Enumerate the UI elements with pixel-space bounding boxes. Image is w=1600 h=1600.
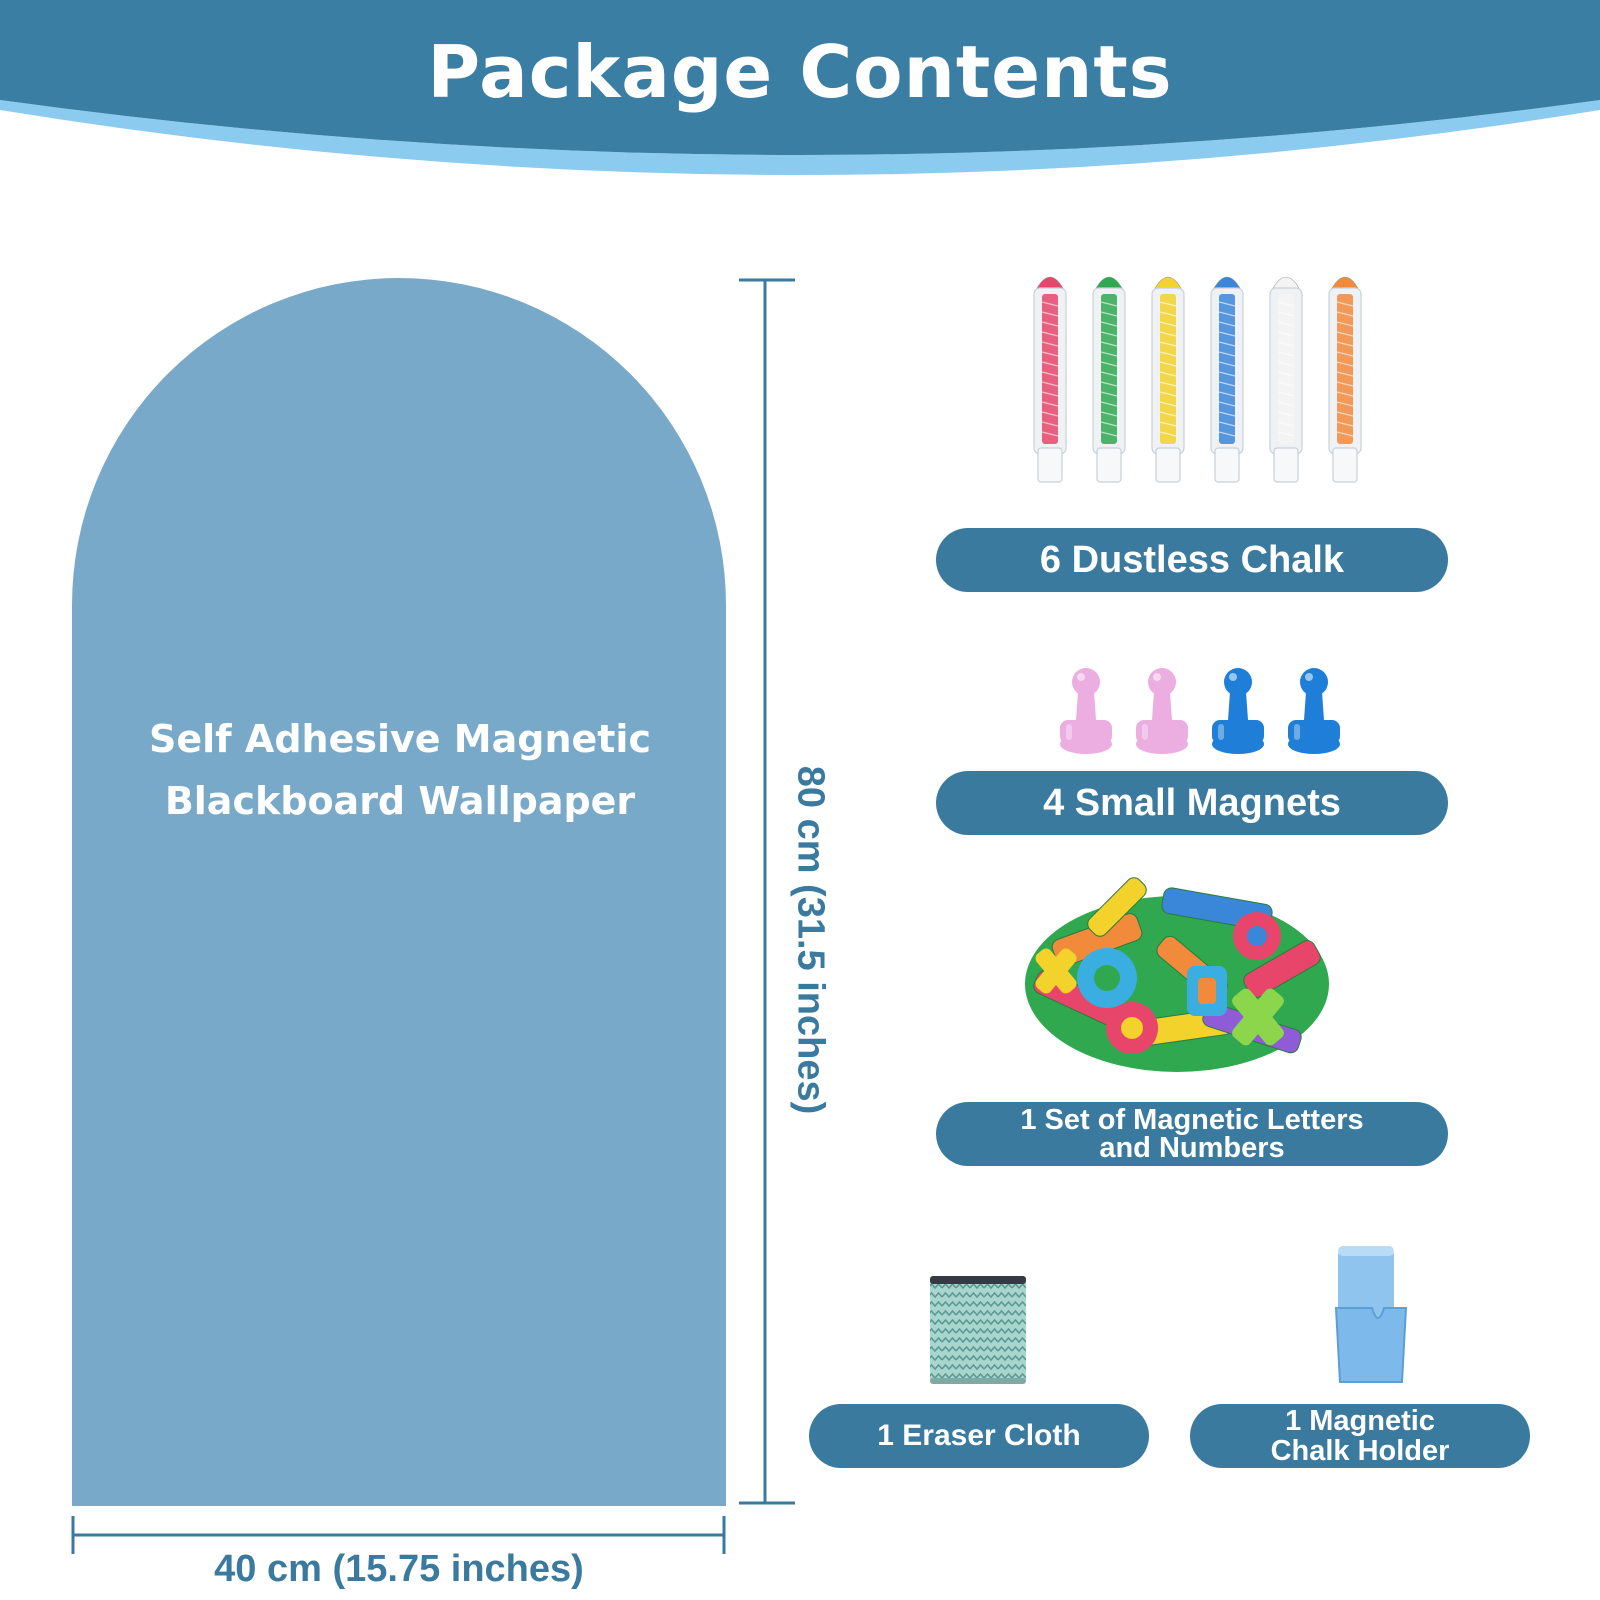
chalk-label-pill: 6 Dustless Chalk — [936, 528, 1448, 592]
push-pin-magnet-icon — [1288, 668, 1340, 754]
eraser-cloth-icon — [930, 1276, 1026, 1384]
letters-label-line-2: and Numbers — [1099, 1132, 1285, 1164]
eraser-label-pill: 1 Eraser Cloth — [809, 1404, 1149, 1468]
chalk-stick-icon — [1210, 276, 1244, 483]
chalk-stick-icon — [1269, 276, 1303, 483]
foam-letters-icon — [1025, 877, 1329, 1072]
chalk-stick-icon — [1033, 276, 1067, 483]
board-label-line-2: Blackboard Wallpaper — [164, 779, 636, 823]
board-label-line-1: Self Adhesive Magnetic — [149, 717, 651, 761]
holder-label-pill: 1 Magnetic Chalk Holder — [1190, 1404, 1530, 1468]
chalk-stick-icon — [1151, 276, 1185, 483]
header-band — [0, 0, 1600, 175]
chalk-set — [1033, 276, 1362, 483]
magnets-label-pill: 4 Small Magnets — [936, 771, 1448, 835]
holder-label-line-2: Chalk Holder — [1270, 1435, 1450, 1467]
chalk-label: 6 Dustless Chalk — [1039, 538, 1345, 581]
eraser-label: 1 Eraser Cloth — [877, 1419, 1081, 1452]
magnets-label: 4 Small Magnets — [1043, 781, 1341, 824]
letters-label-line-1: 1 Set of Magnetic Letters — [1020, 1104, 1364, 1136]
holder-label-line-1: 1 Magnetic — [1285, 1405, 1435, 1437]
push-pin-magnet-icon — [1212, 668, 1264, 754]
board-label: Self Adhesive Magnetic Blackboard Wallpa… — [90, 708, 710, 832]
letters-label-pill: 1 Set of Magnetic Letters and Numbers — [936, 1102, 1448, 1166]
push-pin-magnet-icon — [1136, 668, 1188, 754]
magnet-set — [1060, 668, 1340, 754]
chalk-stick-icon — [1328, 276, 1362, 483]
chalk-holder-icon — [1334, 1246, 1408, 1383]
page-title: Package Contents — [427, 30, 1173, 114]
width-label: 40 cm (15.75 inches) — [214, 1548, 584, 1590]
chalk-stick-icon — [1092, 276, 1126, 483]
push-pin-magnet-icon — [1060, 668, 1112, 754]
blackboard-wallpaper — [72, 278, 726, 1506]
